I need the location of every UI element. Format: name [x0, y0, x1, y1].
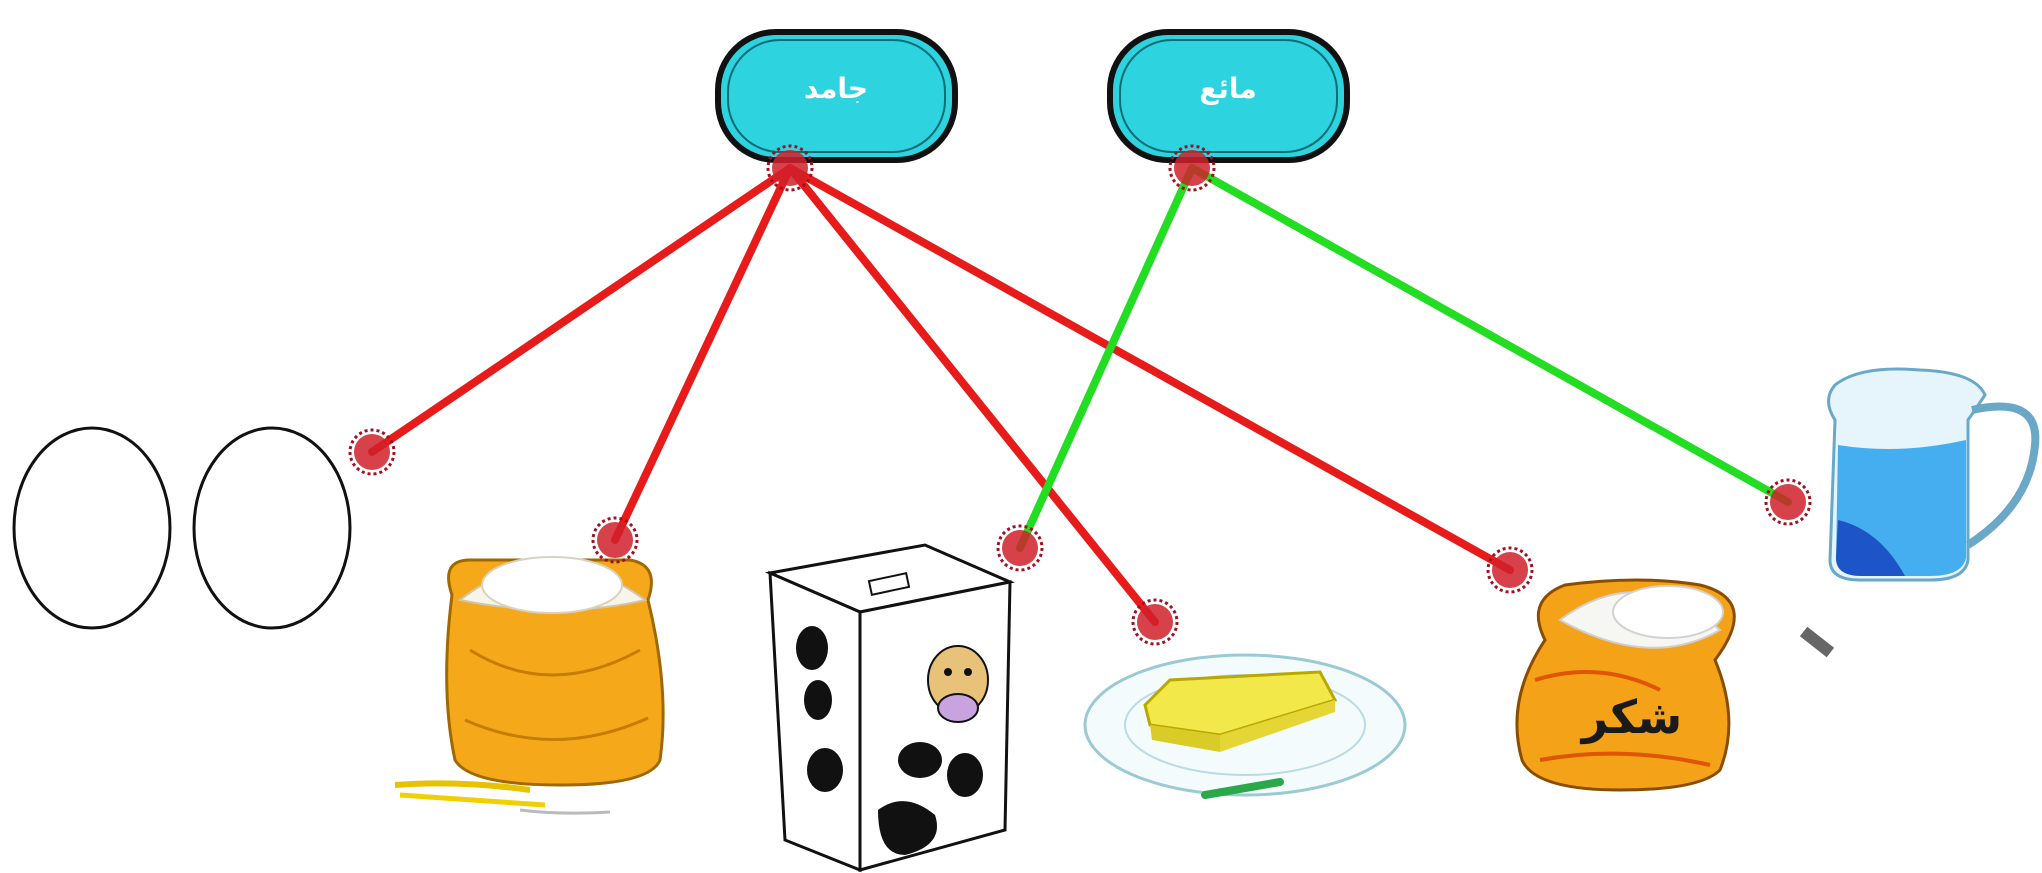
connection-solid-flour: [611, 164, 794, 544]
butter-plate-icon: [1083, 653, 1407, 799]
dot-sugar[interactable]: [1486, 546, 1534, 594]
connection-liquid-milk: [1016, 164, 1196, 552]
connection-lines: [368, 164, 1792, 626]
sugar-label: شكر: [1580, 690, 1683, 744]
milk-carton-icon: [764, 543, 1015, 873]
water-jug-icon: [1827, 367, 2040, 582]
item-milk[interactable]: [764, 543, 1015, 873]
category-solid[interactable]: جامد: [715, 29, 958, 163]
eggs-icon: [12, 426, 352, 630]
category-liquid-label: مائع: [1199, 72, 1257, 105]
item-eggs[interactable]: [12, 426, 352, 630]
flour-sack-icon: [394, 556, 665, 815]
connection-solid-sugar: [786, 164, 1514, 574]
dot-butter[interactable]: [1131, 598, 1179, 646]
connection-solid-eggs: [368, 164, 794, 456]
sugar-sack-icon: شكر: [1515, 578, 1736, 792]
connection-solid-butter: [786, 164, 1159, 626]
item-butter[interactable]: [1083, 653, 1407, 799]
item-water[interactable]: [1827, 367, 2040, 582]
dot-flour[interactable]: [591, 516, 639, 564]
dot-liquid[interactable]: [1168, 144, 1216, 192]
grey-mark: [1799, 626, 1835, 658]
connection-liquid-water: [1188, 164, 1792, 506]
item-sugar[interactable]: شكر: [1515, 578, 1736, 792]
dot-solid[interactable]: [766, 144, 814, 192]
item-flour[interactable]: [394, 556, 665, 815]
dot-milk[interactable]: [996, 524, 1044, 572]
category-solid-label: جامد: [804, 72, 868, 105]
dot-water[interactable]: [1764, 478, 1812, 526]
category-liquid[interactable]: مائع: [1107, 29, 1350, 163]
dot-eggs[interactable]: [348, 428, 396, 476]
connection-dots: [348, 144, 1812, 646]
